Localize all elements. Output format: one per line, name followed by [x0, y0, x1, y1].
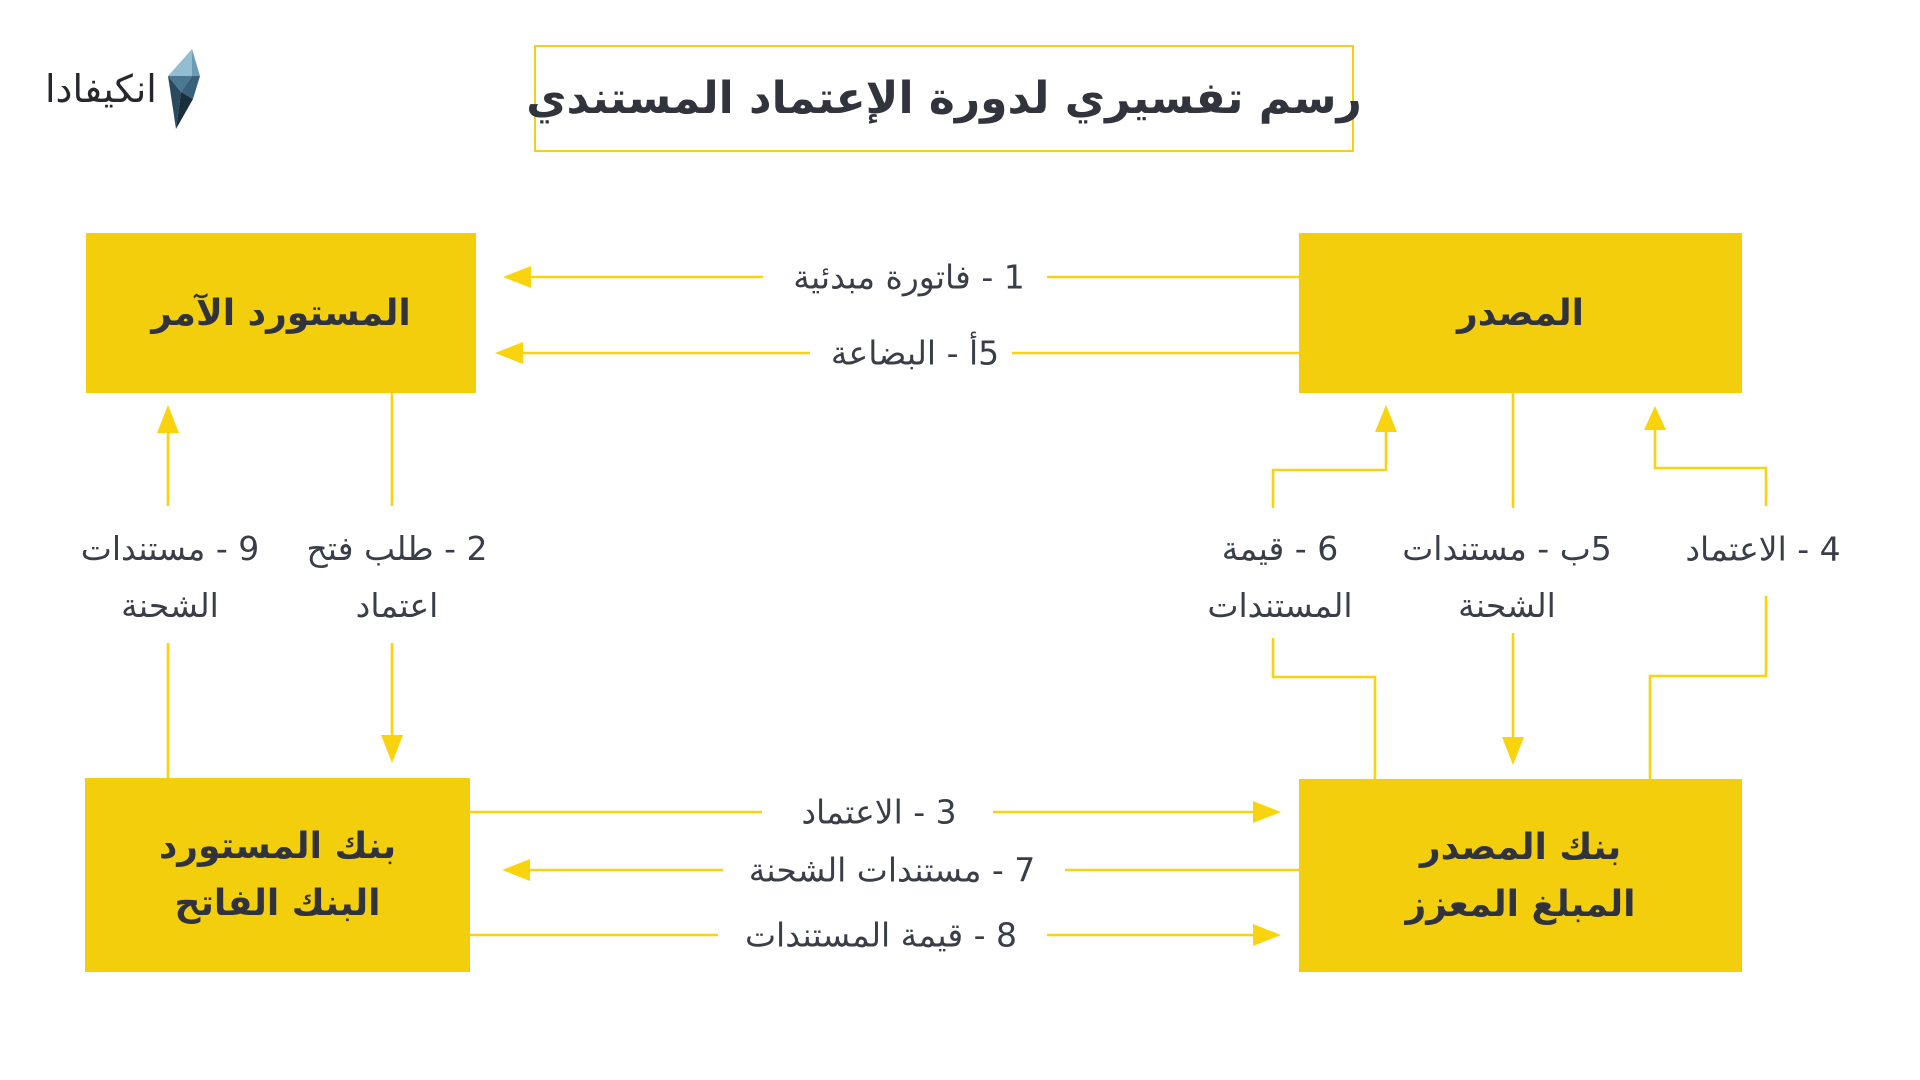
edge-label-3: 3 - الاعتماد	[801, 792, 957, 832]
arrowhead-up-icon	[1375, 405, 1397, 432]
node-importer-bank-label-line2: البنك الفاتح	[174, 883, 381, 924]
edge-5a-goods	[495, 342, 1299, 364]
node-importer: المستورد الآمر	[86, 233, 476, 393]
node-exporter-bank-label-line2: المبلغ المعزز	[1405, 883, 1636, 925]
arrowhead-left-icon	[502, 859, 530, 881]
arrowhead-down-icon	[1502, 737, 1524, 765]
logo-gem-icon	[167, 49, 200, 129]
arrowhead-left-icon	[495, 342, 523, 364]
edge-9-shipment-docs	[157, 405, 179, 778]
edge-label-2-line2: اعتماد	[355, 586, 439, 625]
title-box: رسم تفسيري لدورة الإعتماد المستندي	[526, 45, 1362, 152]
edge-4-credit	[1644, 406, 1768, 779]
arrowhead-down-icon	[381, 735, 403, 763]
edge-label-9-line2: الشحنة	[121, 586, 219, 625]
edge-label-2: 2 - طلب فتح اعتماد	[306, 520, 487, 634]
node-importer-bank-label-line1: بنك المستورد	[158, 826, 397, 867]
node-importer-bank: بنك المستورد البنك الفاتح	[85, 778, 470, 972]
edge-label-6-line1: 6 - قيمة	[1221, 529, 1339, 568]
edge-label-5b-line1: 5ب - مستندات	[1402, 529, 1612, 568]
edge-label-7: 7 - مستندات الشحنة	[748, 850, 1036, 890]
node-importer-label: المستورد الآمر	[151, 292, 411, 334]
edge-7-shipment-docs	[502, 859, 1299, 881]
edge-6-documents-value	[1271, 405, 1397, 779]
node-exporter: المصدر	[1299, 233, 1742, 393]
arrowhead-up-icon	[1644, 406, 1666, 430]
edge-label-2-line1: 2 - طلب فتح	[306, 529, 488, 568]
edge-1-invoice	[503, 266, 1299, 288]
logo: انكيفادا	[45, 46, 201, 132]
logo-text: انكيفادا	[45, 67, 157, 111]
edge-8-documents-value	[470, 924, 1281, 946]
edge-5b-shipment-docs	[1502, 393, 1524, 765]
edge-label-5b: 5ب - مستندات الشحنة	[1402, 520, 1612, 634]
edge-label-5a: 5أ - البضاعة	[830, 333, 1000, 373]
edge-label-6-line2: المستندات	[1207, 586, 1353, 625]
arrowhead-left-icon	[503, 266, 531, 288]
edge-label-5b-line2: الشحنة	[1458, 586, 1556, 625]
page-title: رسم تفسيري لدورة الإعتماد المستندي	[526, 73, 1362, 124]
edge-label-9-line1: 9 - مستندات	[80, 529, 260, 568]
node-exporter-bank-label-line1: بنك المصدر	[1419, 826, 1622, 868]
arrowhead-right-icon	[1253, 801, 1281, 823]
node-exporter-label: المصدر	[1457, 292, 1584, 334]
edge-3-credit	[470, 801, 1281, 823]
edge-label-6: 6 - قيمة المستندات	[1207, 520, 1352, 634]
edge-label-8: 8 - قيمة المستندات	[744, 915, 1018, 955]
arrowhead-right-icon	[1253, 924, 1281, 946]
node-exporter-bank: بنك المصدر المبلغ المعزز	[1299, 779, 1742, 972]
edge-label-1: 1 - فاتورة مبدئية	[793, 257, 1025, 297]
edge-2-open-credit-request	[381, 393, 403, 763]
edge-label-9: 9 - مستندات الشحنة	[81, 520, 259, 634]
edge-label-4: 4 - الاعتماد	[1685, 529, 1841, 569]
arrowhead-up-icon	[157, 405, 179, 433]
